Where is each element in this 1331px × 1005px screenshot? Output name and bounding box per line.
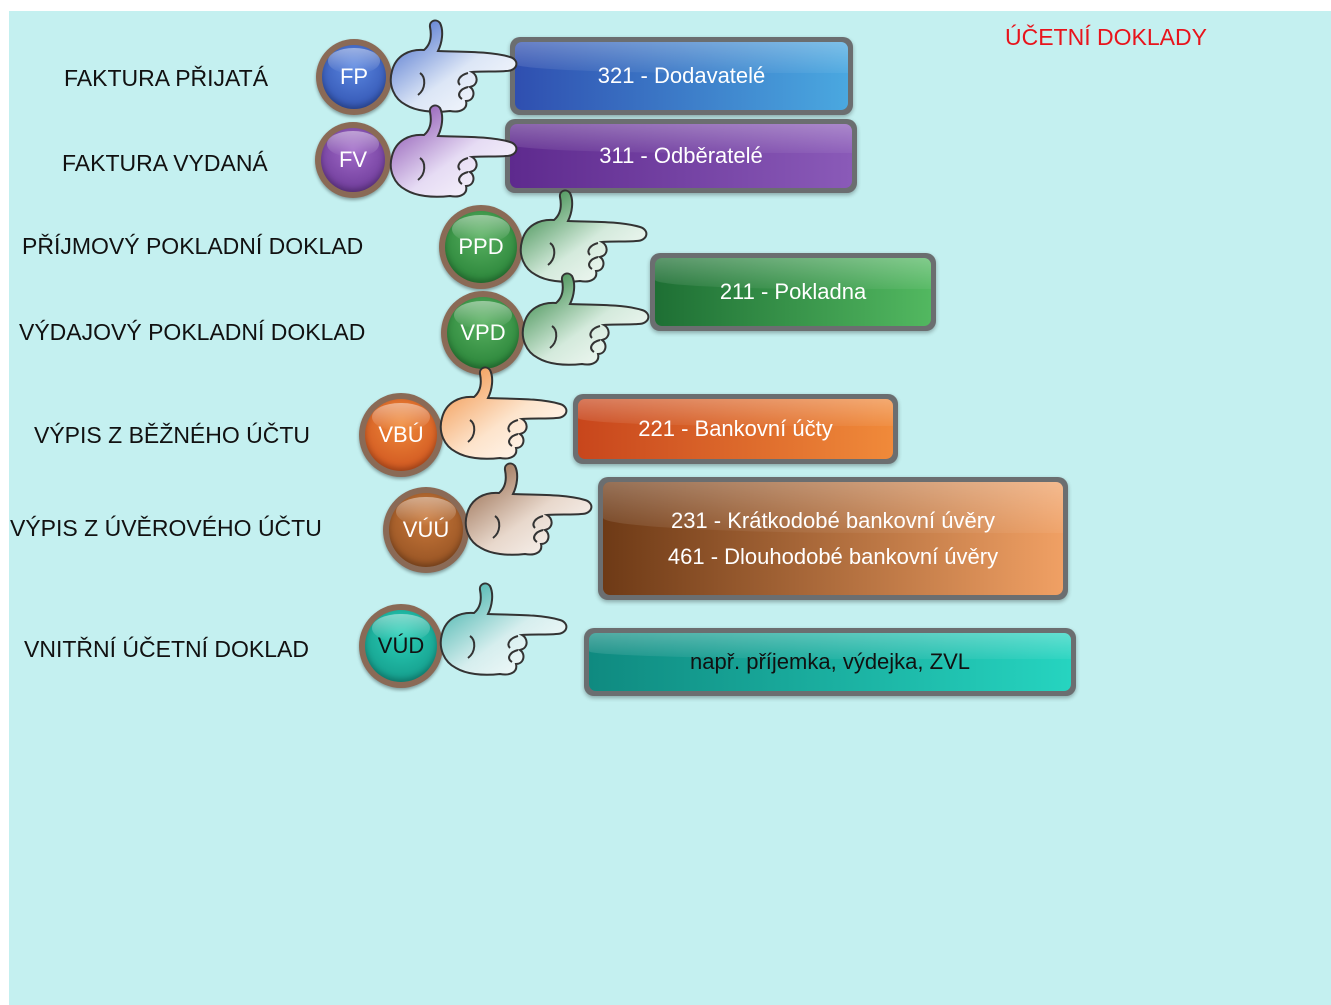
account-box-face: např. příjemka, výdejka, ZVL <box>589 633 1071 691</box>
account-text-2: 461 - Dlouhodobé bankovní úvěry <box>667 543 999 569</box>
badge-text: VBÚ <box>378 422 424 447</box>
label-vypis-z-uveroveho-uctu: VÝPIS Z ÚVĚROVÉHO ÚČTU <box>10 515 322 541</box>
pointing-hand-icon <box>389 19 518 113</box>
account-text: např. příjemka, výdejka, ZVL <box>689 649 970 674</box>
label-prijmovy-pokladni-doklad: PŘÍJMOVÝ POKLADNÍ DOKLAD <box>22 233 364 259</box>
account-box-dodavatele: 321 - Dodavatelé <box>510 37 853 115</box>
account-box-face: 211 - Pokladna <box>655 258 931 326</box>
account-box-prijemka-vydejka: např. příjemka, výdejka, ZVL <box>584 628 1076 696</box>
badge-fv[interactable]: FV <box>315 122 391 198</box>
pointing-hand-icon <box>389 104 518 198</box>
badge-text: VÚÚ <box>402 517 450 542</box>
account-text: 321 - Dodavatelé <box>597 63 766 88</box>
badge-text: FP <box>339 64 369 89</box>
account-box-bankovni-uvery: 231 - Krátkodobé bankovní úvěry 461 - Dl… <box>598 477 1068 600</box>
account-text-1: 231 - Krátkodobé bankovní úvěry <box>670 507 996 533</box>
account-box-face: 221 - Bankovní účty <box>578 399 893 459</box>
account-box-face: 311 - Odběratelé <box>510 124 852 188</box>
badge-text: VÚD <box>377 633 425 658</box>
badge-vuu[interactable]: VÚÚ <box>383 487 469 573</box>
pointing-hand-icon <box>464 462 593 556</box>
page-title: ÚČETNÍ DOKLADY <box>1005 24 1207 50</box>
badge-vud[interactable]: VÚD <box>359 604 443 688</box>
account-text: 311 - Odběratelé <box>599 143 763 168</box>
account-box-face: 321 - Dodavatelé <box>515 42 848 110</box>
pointing-hand-icon <box>519 189 648 283</box>
account-box-pokladna: 211 - Pokladna <box>650 253 936 331</box>
label-vnitrni-ucetni-doklad: VNITŘNÍ ÚČETNÍ DOKLAD <box>24 636 309 662</box>
badge-ppd[interactable]: PPD <box>439 205 523 289</box>
account-box-bankovni-ucty: 221 - Bankovní účty <box>573 394 898 464</box>
badge-text: VPD <box>460 320 506 345</box>
pointing-hand-icon <box>439 366 568 460</box>
label-faktura-prijata: FAKTURA PŘIJATÁ <box>64 65 269 91</box>
badge-vpd[interactable]: VPD <box>441 291 525 375</box>
account-text: 211 - Pokladna <box>719 279 867 304</box>
pointing-hand-icon <box>439 582 568 676</box>
badge-fp[interactable]: FP <box>316 39 392 115</box>
label-vypis-z-bezneho-uctu: VÝPIS Z BĚŽNÉHO ÚČTU <box>34 422 311 448</box>
badge-text: PPD <box>458 234 504 259</box>
account-box-face: 231 - Krátkodobé bankovní úvěry 461 - Dl… <box>603 482 1063 595</box>
label-vydajovy-pokladni-doklad: VÝDAJOVÝ POKLADNÍ DOKLAD <box>19 319 366 345</box>
pointing-hand-icon <box>521 272 650 366</box>
label-faktura-vydana: FAKTURA VYDANÁ <box>62 150 268 176</box>
account-box-odberatele: 311 - Odběratelé <box>505 119 857 193</box>
account-text: 221 - Bankovní účty <box>638 416 833 441</box>
badge-vbu[interactable]: VBÚ <box>359 393 443 477</box>
badge-text: FV <box>338 147 368 172</box>
